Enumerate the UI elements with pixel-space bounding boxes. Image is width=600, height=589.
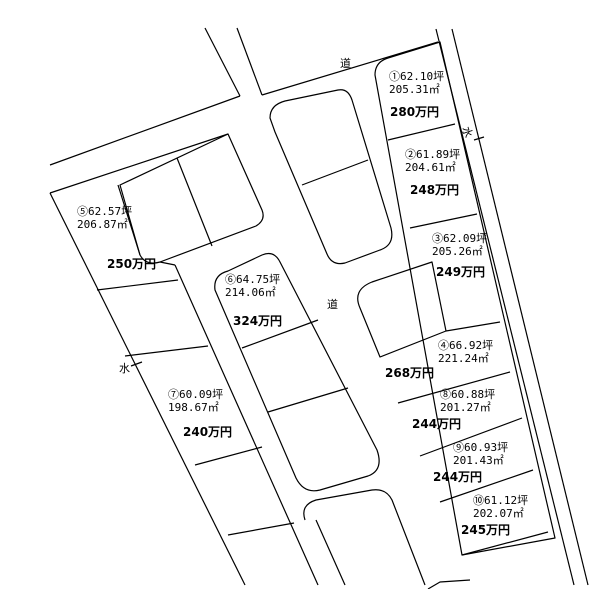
lot-line-1-2 (387, 123, 456, 141)
road-edge-west-block-right (174, 264, 319, 586)
lot-line-8-9 (419, 417, 523, 457)
lot-price: 280万円 (390, 105, 440, 119)
block-north-central (269, 89, 393, 265)
road-edge-west-left (204, 27, 241, 97)
lot-line-nc (301, 159, 369, 186)
lot-line-4-8 (397, 371, 511, 404)
road-label-center: 道 (327, 298, 338, 311)
lot-sqm: 205.26㎡ (432, 245, 483, 258)
lot-9-label[interactable]: ⑨60.93坪 201.43㎡ 244万円 (433, 441, 509, 484)
lot-tsubo: ③62.09坪 (432, 232, 488, 245)
lot-price: 268万円 (385, 366, 435, 380)
lot-sqm: 205.31㎡ (389, 83, 440, 96)
lot-4-label[interactable]: ④66.92坪 221.24㎡ 268万円 (385, 339, 494, 380)
lot-10-label[interactable]: ⑩61.12坪 202.07㎡ 245万円 (461, 494, 529, 537)
lot-price: 249万円 (436, 265, 486, 279)
lot-sqm: 206.87㎡ (77, 218, 128, 231)
road-edge-north-right (261, 41, 439, 96)
lot-tsubo: ④66.92坪 (438, 339, 494, 352)
lot-line-south (315, 519, 346, 586)
lot-tsubo: ①62.10坪 (389, 70, 445, 83)
road-edge-north-lower (49, 133, 229, 194)
lot-price: 250万円 (107, 257, 157, 271)
lot-price: 324万円 (233, 314, 283, 328)
lot-1-label[interactable]: ①62.10坪 205.31㎡ 280万円 (389, 70, 444, 119)
lot-tsubo: ⑦60.09坪 (168, 388, 224, 401)
lot-5-label[interactable]: ⑤62.57坪 206.87㎡ 250万円 (77, 205, 156, 271)
lot-line-3-4 (445, 321, 501, 332)
lot-sqm: 221.24㎡ (438, 352, 489, 365)
lot-tsubo: ⑥64.75坪 (225, 273, 281, 286)
block-center (214, 252, 380, 492)
block-east-notch (357, 261, 447, 358)
lot-8-label[interactable]: ⑧60.88坪 201.27㎡ 244万円 (412, 388, 496, 431)
water-tick-east (473, 136, 485, 141)
lot-sqm: 214.06㎡ (225, 286, 276, 299)
lot-tsubo: ⑧60.88坪 (440, 388, 496, 401)
lot-line-9-10 (439, 469, 534, 503)
lot-price: 244万円 (412, 417, 462, 431)
lot-line-7-lower (194, 446, 263, 466)
lot-price: 244万円 (433, 470, 483, 484)
lot-line-2-3 (409, 213, 478, 229)
lot-line-center-2 (267, 387, 349, 413)
block-south-east (427, 579, 471, 589)
lot-line-5-road (117, 184, 141, 256)
road-label-north: 道 (340, 57, 351, 70)
lot-3-label[interactable]: ③62.09坪 205.26㎡ 249万円 (432, 232, 487, 279)
lot-sqm: 204.61㎡ (405, 161, 456, 174)
block-north-west (119, 133, 264, 264)
lot-sqm: 201.43㎡ (453, 454, 504, 467)
lot-line-5-7 (96, 279, 179, 291)
road-edge-west-block-top (159, 261, 176, 266)
west-boundary-line (49, 192, 246, 586)
lot-7-label[interactable]: ⑦60.09坪 198.67㎡ 240万円 (168, 388, 232, 439)
lot-6-label[interactable]: ⑥64.75坪 214.06㎡ 324万円 (225, 273, 282, 328)
lot-tsubo: ⑤62.57坪 (77, 205, 133, 218)
lot-tsubo: ②61.89坪 (405, 148, 461, 161)
lot-line-6-lower (241, 319, 319, 349)
lot-line-west-bottom (227, 522, 295, 536)
waterway-label-west: 水 (119, 362, 130, 375)
block-south (303, 489, 426, 586)
lot-tsubo: ⑨60.93坪 (453, 441, 509, 454)
lot-line-nw-1 (176, 157, 213, 247)
lot-2-label[interactable]: ②61.89坪 204.61㎡ 248万円 (405, 148, 460, 197)
lot-price: 245万円 (461, 523, 511, 537)
lot-line-10-bottom (461, 531, 549, 556)
lot-sqm: 201.27㎡ (440, 401, 491, 414)
lot-tsubo: ⑩61.12坪 (473, 494, 529, 507)
lot-line-7-upper (124, 345, 209, 357)
lot-price: 248万円 (410, 183, 460, 197)
lot-sqm: 198.67㎡ (168, 401, 219, 414)
lot-sqm: 202.07㎡ (473, 507, 524, 520)
water-tick-west (130, 361, 143, 367)
road-edge-north-upper (49, 95, 241, 166)
east-waterway-line-2 (451, 28, 589, 586)
block-east (374, 41, 556, 556)
road-edge-west-right (236, 27, 263, 96)
lot-price: 240万円 (183, 425, 233, 439)
